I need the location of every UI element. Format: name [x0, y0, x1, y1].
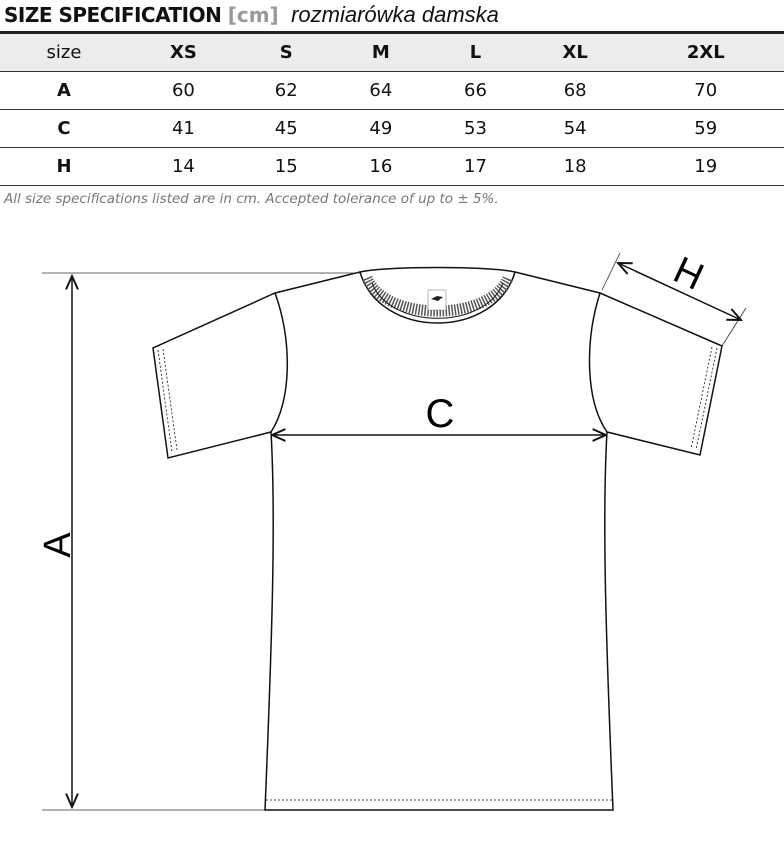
cell: 15 — [238, 147, 334, 186]
title-subtitle: rozmiarówka damska — [291, 2, 499, 27]
table-header-row: size XS S M L XL 2XL — [0, 31, 784, 72]
cell: 60 — [128, 71, 239, 110]
title-unit: [cm] — [227, 3, 279, 27]
tolerance-note: All size specifications listed are in cm… — [4, 191, 499, 207]
title-main: SIZE SPECIFICATION — [4, 3, 222, 27]
row-label: H — [0, 147, 128, 186]
cell: 66 — [428, 71, 523, 110]
cell: 64 — [333, 71, 429, 110]
page-title: SIZE SPECIFICATION [cm] rozmiarówka dams… — [4, 2, 499, 28]
header-2xl: 2XL — [627, 31, 784, 72]
table-row: H 14 15 16 17 18 19 — [0, 147, 784, 186]
cell: 68 — [522, 71, 628, 110]
table-row: A 60 62 64 66 68 70 — [0, 71, 784, 110]
table-row: C 41 45 49 53 54 59 — [0, 109, 784, 148]
cell: 18 — [522, 147, 628, 186]
label-c: C — [426, 392, 455, 436]
cell: 53 — [428, 109, 523, 148]
cell: 59 — [627, 109, 784, 148]
size-table: size XS S M L XL 2XL A 60 62 64 66 68 70… — [0, 31, 784, 186]
header-s: S — [238, 31, 334, 72]
cell: 16 — [333, 147, 429, 186]
cell: 70 — [627, 71, 784, 110]
cell: 19 — [627, 147, 784, 186]
cell: 41 — [128, 109, 239, 148]
row-label: C — [0, 109, 128, 148]
tshirt-outline — [152, 271, 723, 811]
cell: 62 — [238, 71, 334, 110]
header-m: M — [333, 31, 429, 72]
cell: 54 — [522, 109, 628, 148]
header-xl: XL — [522, 31, 628, 72]
cell: 49 — [333, 109, 429, 148]
label-h: H — [667, 249, 710, 299]
cell: 17 — [428, 147, 523, 186]
cell: 14 — [128, 147, 239, 186]
header-xs: XS — [128, 31, 239, 72]
label-a: A — [37, 532, 79, 558]
header-l: L — [428, 31, 523, 72]
dimension-a: A — [37, 272, 360, 811]
dimension-c: C — [272, 392, 606, 436]
row-label: A — [0, 71, 128, 110]
dimension-h: H — [601, 249, 747, 347]
neck-rib — [359, 266, 516, 324]
cell: 45 — [238, 109, 334, 148]
header-size: size — [0, 31, 128, 72]
